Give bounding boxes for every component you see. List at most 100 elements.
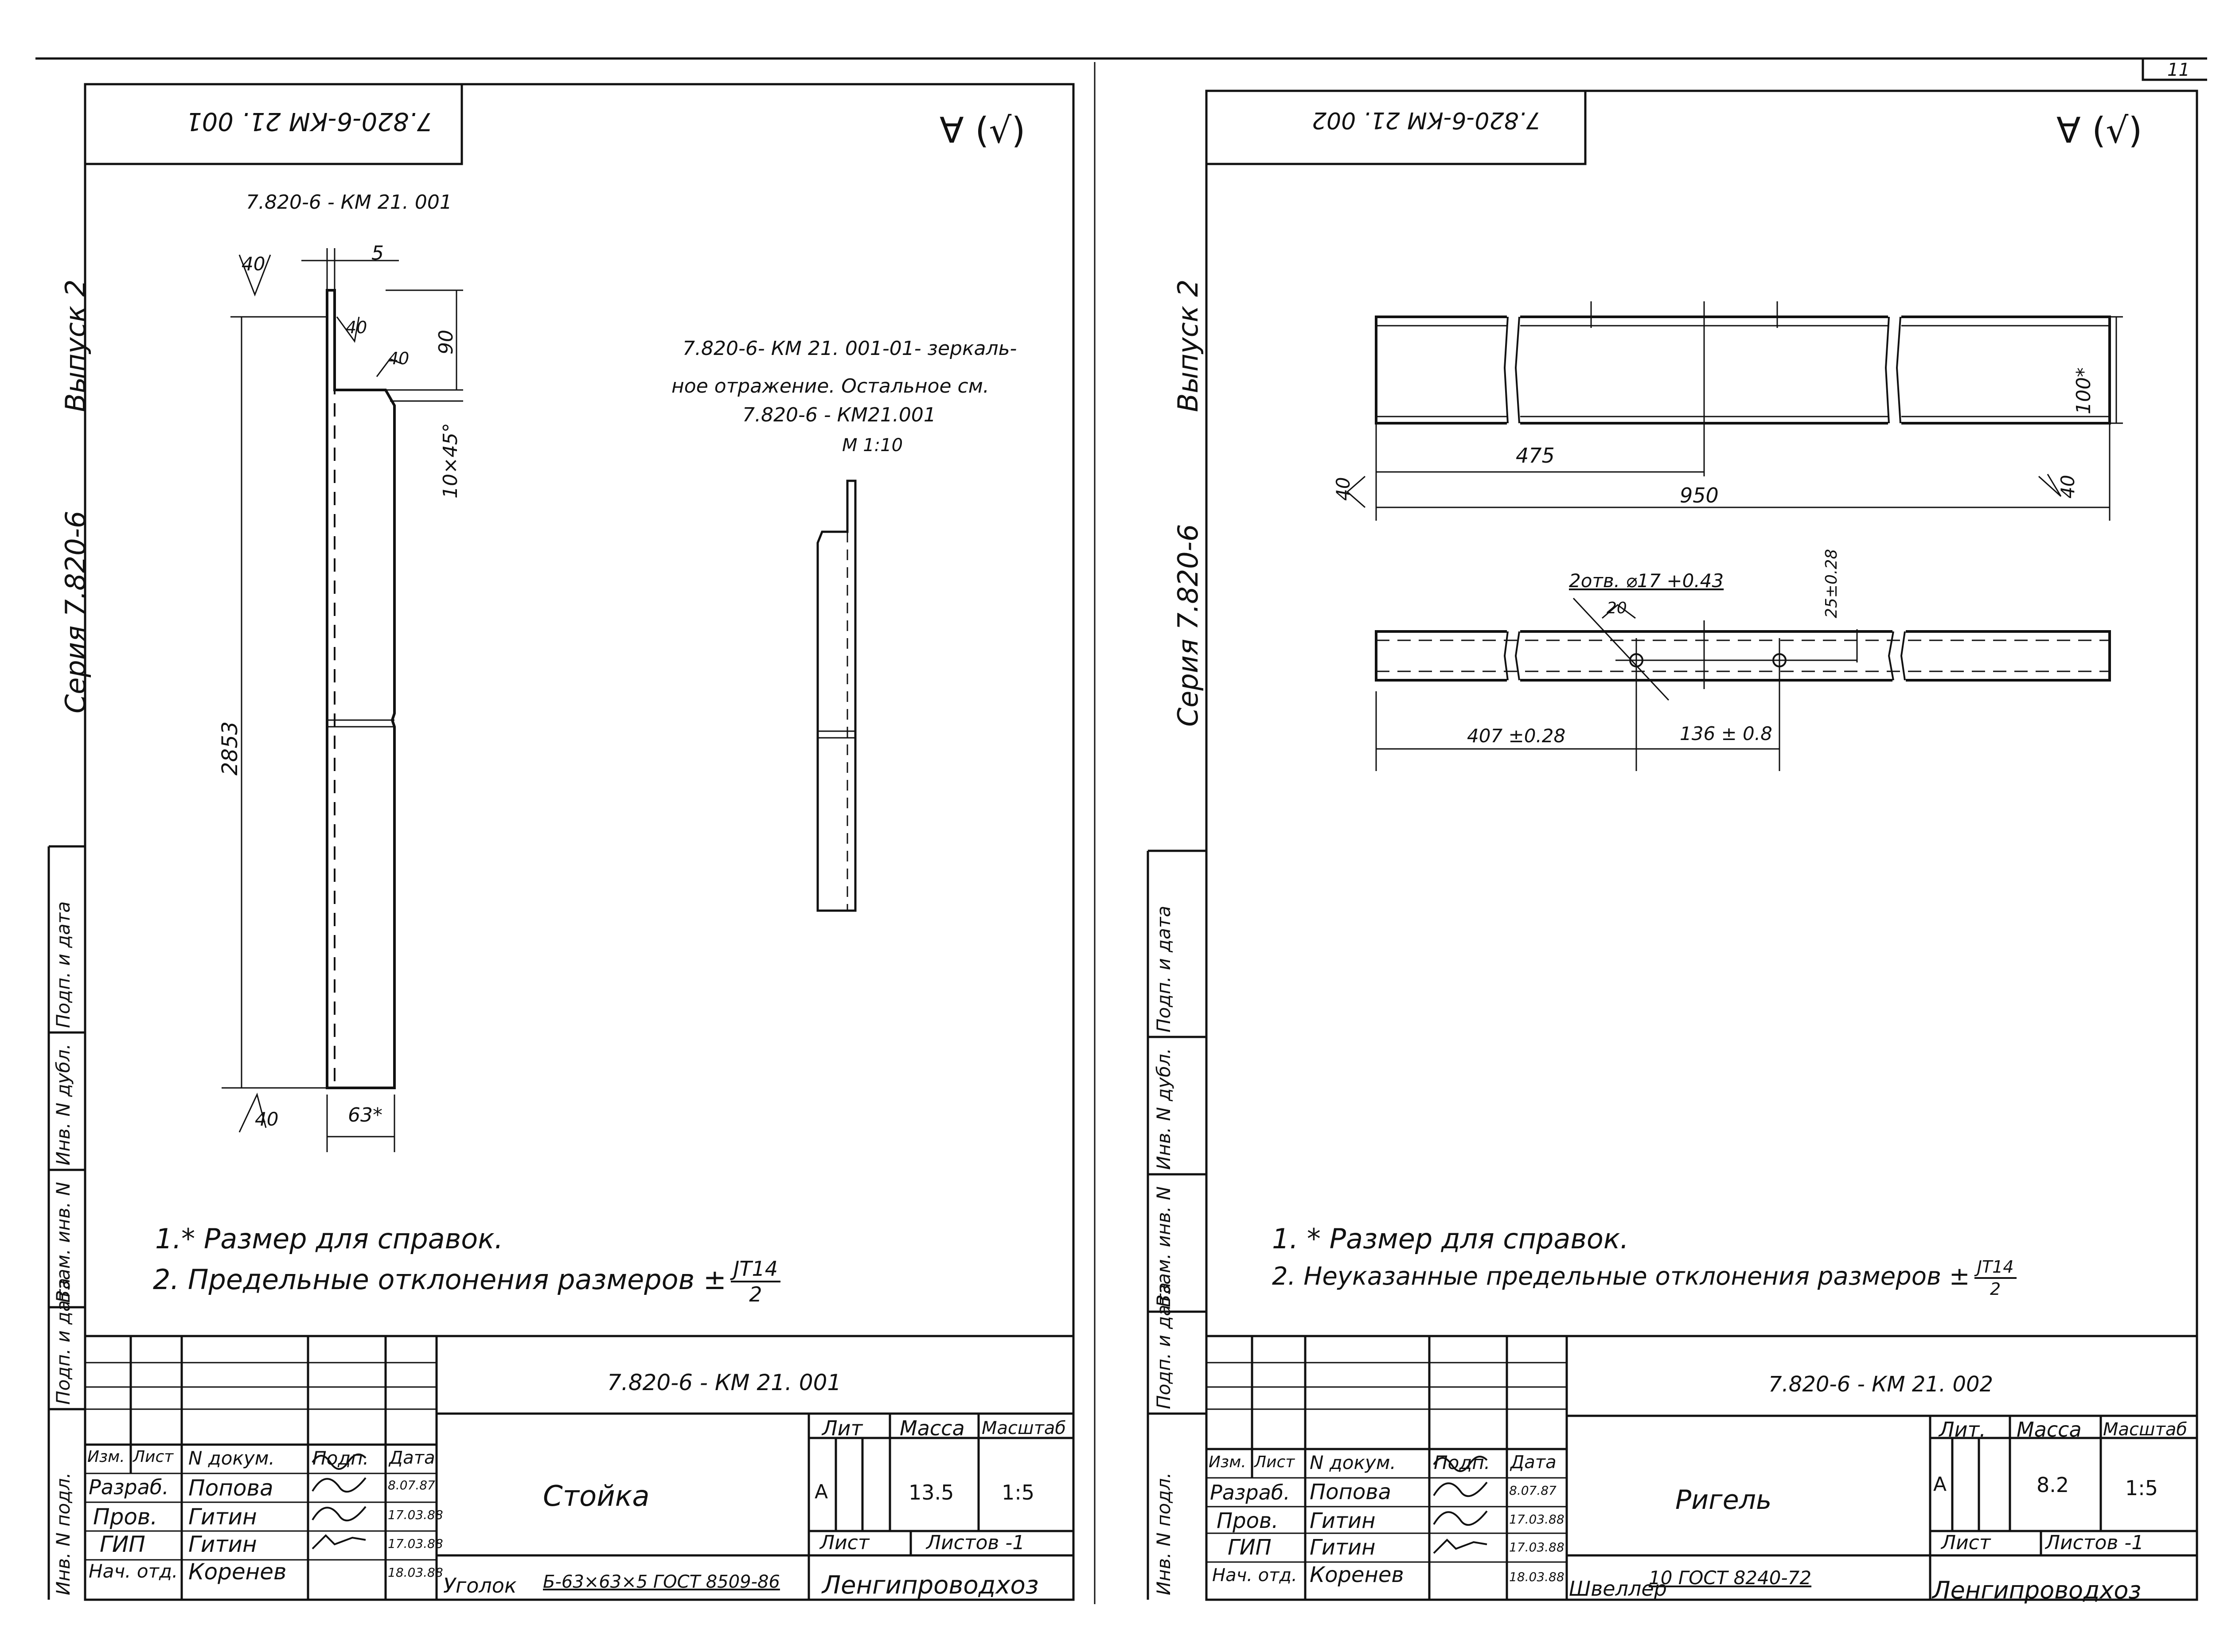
note-2-2-den: 2 — [1990, 1279, 2001, 1299]
tb-row-2-date: 17.03.88 — [388, 1508, 443, 1522]
tb-scale-label: Масштаб — [982, 1418, 1066, 1438]
tb-lit: А — [815, 1481, 828, 1503]
tb2-lit-label: Лит. — [1939, 1418, 1986, 1442]
tb-row-1-name: Попова — [188, 1475, 273, 1501]
note-2-den: 2 — [749, 1282, 762, 1306]
note-2-2-num: JT14 — [1974, 1258, 2017, 1279]
tb-doc-code: 7.820-6 - КМ 21. 001 — [607, 1370, 842, 1395]
dim-angle-40-bottom: 40 — [255, 1108, 279, 1130]
tb2-row-4-date: 18.03.88 — [1509, 1570, 1564, 1584]
dim-height-100: 100* — [2072, 367, 2095, 414]
tb2-name: Ригель — [1675, 1484, 1772, 1516]
note-1-2: 1. * Размер для справок. — [1272, 1223, 1629, 1255]
tb2-row-3-role: ГИП — [1228, 1535, 1272, 1560]
mirror-note-line-3: 7.820-6 - КМ21.001 — [742, 404, 936, 426]
tb2-hdr-podp: Подп. — [1434, 1452, 1490, 1473]
tb2-row-3-name: Гитин — [1310, 1535, 1376, 1560]
tb-hdr-data: Дата — [389, 1448, 435, 1468]
dim-length-407: 407 ±0.28 — [1467, 725, 1566, 747]
mirror-note-scale: М 1:10 — [842, 435, 903, 456]
dim-chamfer-40b: 40 — [388, 349, 410, 368]
tb-row-2-role: Пров. — [93, 1504, 158, 1530]
dim-length-2853: 2853 — [218, 721, 242, 775]
tb-mass-label: Масса — [900, 1416, 965, 1440]
tb2-org: Ленгипроводхоз — [1932, 1576, 2142, 1604]
dim-chamfer-40: 40 — [346, 318, 367, 337]
tb-row-3-role: ГИП — [100, 1531, 145, 1557]
mirror-note-line-1: 7.820-6- КМ 21. 001-01- зеркаль- — [683, 337, 1017, 360]
tb2-sheet-label: Лист — [1941, 1531, 1991, 1554]
tb2-row-4-name: Коренев — [1310, 1562, 1404, 1587]
dim-offset-25: 25±0.28 — [1822, 549, 1841, 618]
tb2-row-2-name: Гитин — [1310, 1508, 1376, 1533]
tb2-hdr-ndoc: N докум. — [1310, 1452, 1396, 1473]
tb-row-3-name: Гитин — [188, 1531, 257, 1557]
tb2-mass: 8.2 — [2037, 1473, 2069, 1497]
tb-hdr-list: Лист — [133, 1448, 174, 1466]
tb-row-3-date: 17.03.88 — [388, 1536, 443, 1551]
note-1: 1.* Размер для справок. — [155, 1223, 503, 1255]
note-2-text: 2. Предельные отклонения размеров ± — [153, 1263, 726, 1296]
dim-angle-40-left: 40 — [1332, 477, 1354, 501]
side-issue-label: Выпуск 2 — [59, 279, 92, 412]
dim-chamfer-note: 10×45° — [439, 423, 462, 499]
rotated-doc-code: 7.820-6-КМ 21. 001 — [186, 107, 433, 136]
side-stamp-inv-dubl: Инв. N дубл. — [52, 1043, 74, 1165]
tb-sheet-label: Лист — [820, 1531, 870, 1554]
tb-lit-label: Лит — [822, 1416, 863, 1440]
tb-hdr-ndoc: N докум. — [188, 1447, 275, 1469]
dim-holes: 2отв. ⌀17 +0.43 — [1569, 570, 1724, 592]
tb2-scale: 1:5 — [2125, 1476, 2158, 1500]
rotated-doc-code-2: 7.820-6-КМ 21. 002 — [1312, 107, 1541, 133]
dim-height-90: 90 — [435, 330, 457, 355]
tb-mass: 13.5 — [909, 1481, 954, 1504]
side-stamp-podp-date-2: Подп. и дата — [52, 901, 74, 1028]
tb2-row-4-role: Нач. отд. — [1212, 1565, 1297, 1586]
dim-length-136: 136 ± 0.8 — [1680, 723, 1772, 744]
side-stamp-vzam-inv: Взам. инв. N — [52, 1182, 74, 1303]
dim-length-950: 950 — [1680, 483, 1719, 507]
tb-name: Стойка — [543, 1480, 650, 1513]
note-2-num: JT14 — [730, 1258, 780, 1282]
side-series-label: Серия 7.820-6 — [59, 510, 92, 713]
side-stamp-podp-date-4: Подп. и дата — [1153, 905, 1174, 1032]
tb-row-4-role: Нач. отд. — [89, 1560, 178, 1582]
tb2-row-2-date: 17.03.88 — [1509, 1512, 1564, 1527]
side-stamp-inv-podl-2: Инв. N подл. — [1153, 1472, 1174, 1596]
side-series-label-2: Серия 7.820-6 — [1172, 524, 1204, 727]
side-stamp-vzam-inv-2: Взам. инв. N — [1153, 1186, 1174, 1307]
tb2-row-1-name: Попова — [1310, 1480, 1391, 1504]
tb2-lit: А — [1933, 1473, 1947, 1496]
dim-width-5: 5 — [371, 242, 384, 265]
tb-org: Ленгипроводхоз — [822, 1571, 1039, 1600]
tb-row-4-date: 18.03.88 — [388, 1565, 443, 1580]
dim-width-63: 63* — [348, 1104, 382, 1126]
dim-length-475: 475 — [1516, 444, 1555, 468]
note-2-2: 2. Неуказанные предельные отклонения раз… — [1272, 1258, 2017, 1297]
page-number: 11 — [2167, 60, 2190, 80]
dim-angle-40-right: 40 — [2057, 475, 2079, 499]
tb2-row-2-role: Пров. — [1217, 1508, 1279, 1533]
side-stamp-inv-dubl-2: Инв. N дубл. — [1153, 1048, 1174, 1170]
tb-material-prefix: Уголок — [443, 1574, 517, 1597]
tb2-material: 10 ГОСТ 8240-72 — [1649, 1567, 1812, 1589]
tb2-hdr-list: Лист — [1254, 1453, 1295, 1471]
tb-material: Б-63×63×5 ГОСТ 8509-86 — [543, 1572, 780, 1592]
tb-hdr-podp: Подп. — [312, 1447, 369, 1469]
tb2-doc-code: 7.820-6 - КМ 21. 002 — [1768, 1372, 1994, 1397]
note-2-2-text: 2. Неуказанные предельные отклонения раз… — [1272, 1262, 1970, 1291]
tb2-mass-label: Масса — [2017, 1418, 2082, 1442]
view-title: 7.820-6 - КМ 21. 001 — [246, 191, 452, 214]
tb2-sheets-label: Листов -1 — [2045, 1531, 2144, 1554]
tb2-scale-label: Масштаб — [2103, 1419, 2188, 1440]
tb-row-1-role: Разраб. — [89, 1475, 169, 1499]
tb2-row-3-date: 17.03.88 — [1509, 1540, 1564, 1555]
dim-angle-20: 20 — [1607, 599, 1627, 617]
tb2-row-1-role: Разраб. — [1210, 1481, 1290, 1504]
tb2-hdr-izm: Изм. — [1209, 1453, 1246, 1471]
